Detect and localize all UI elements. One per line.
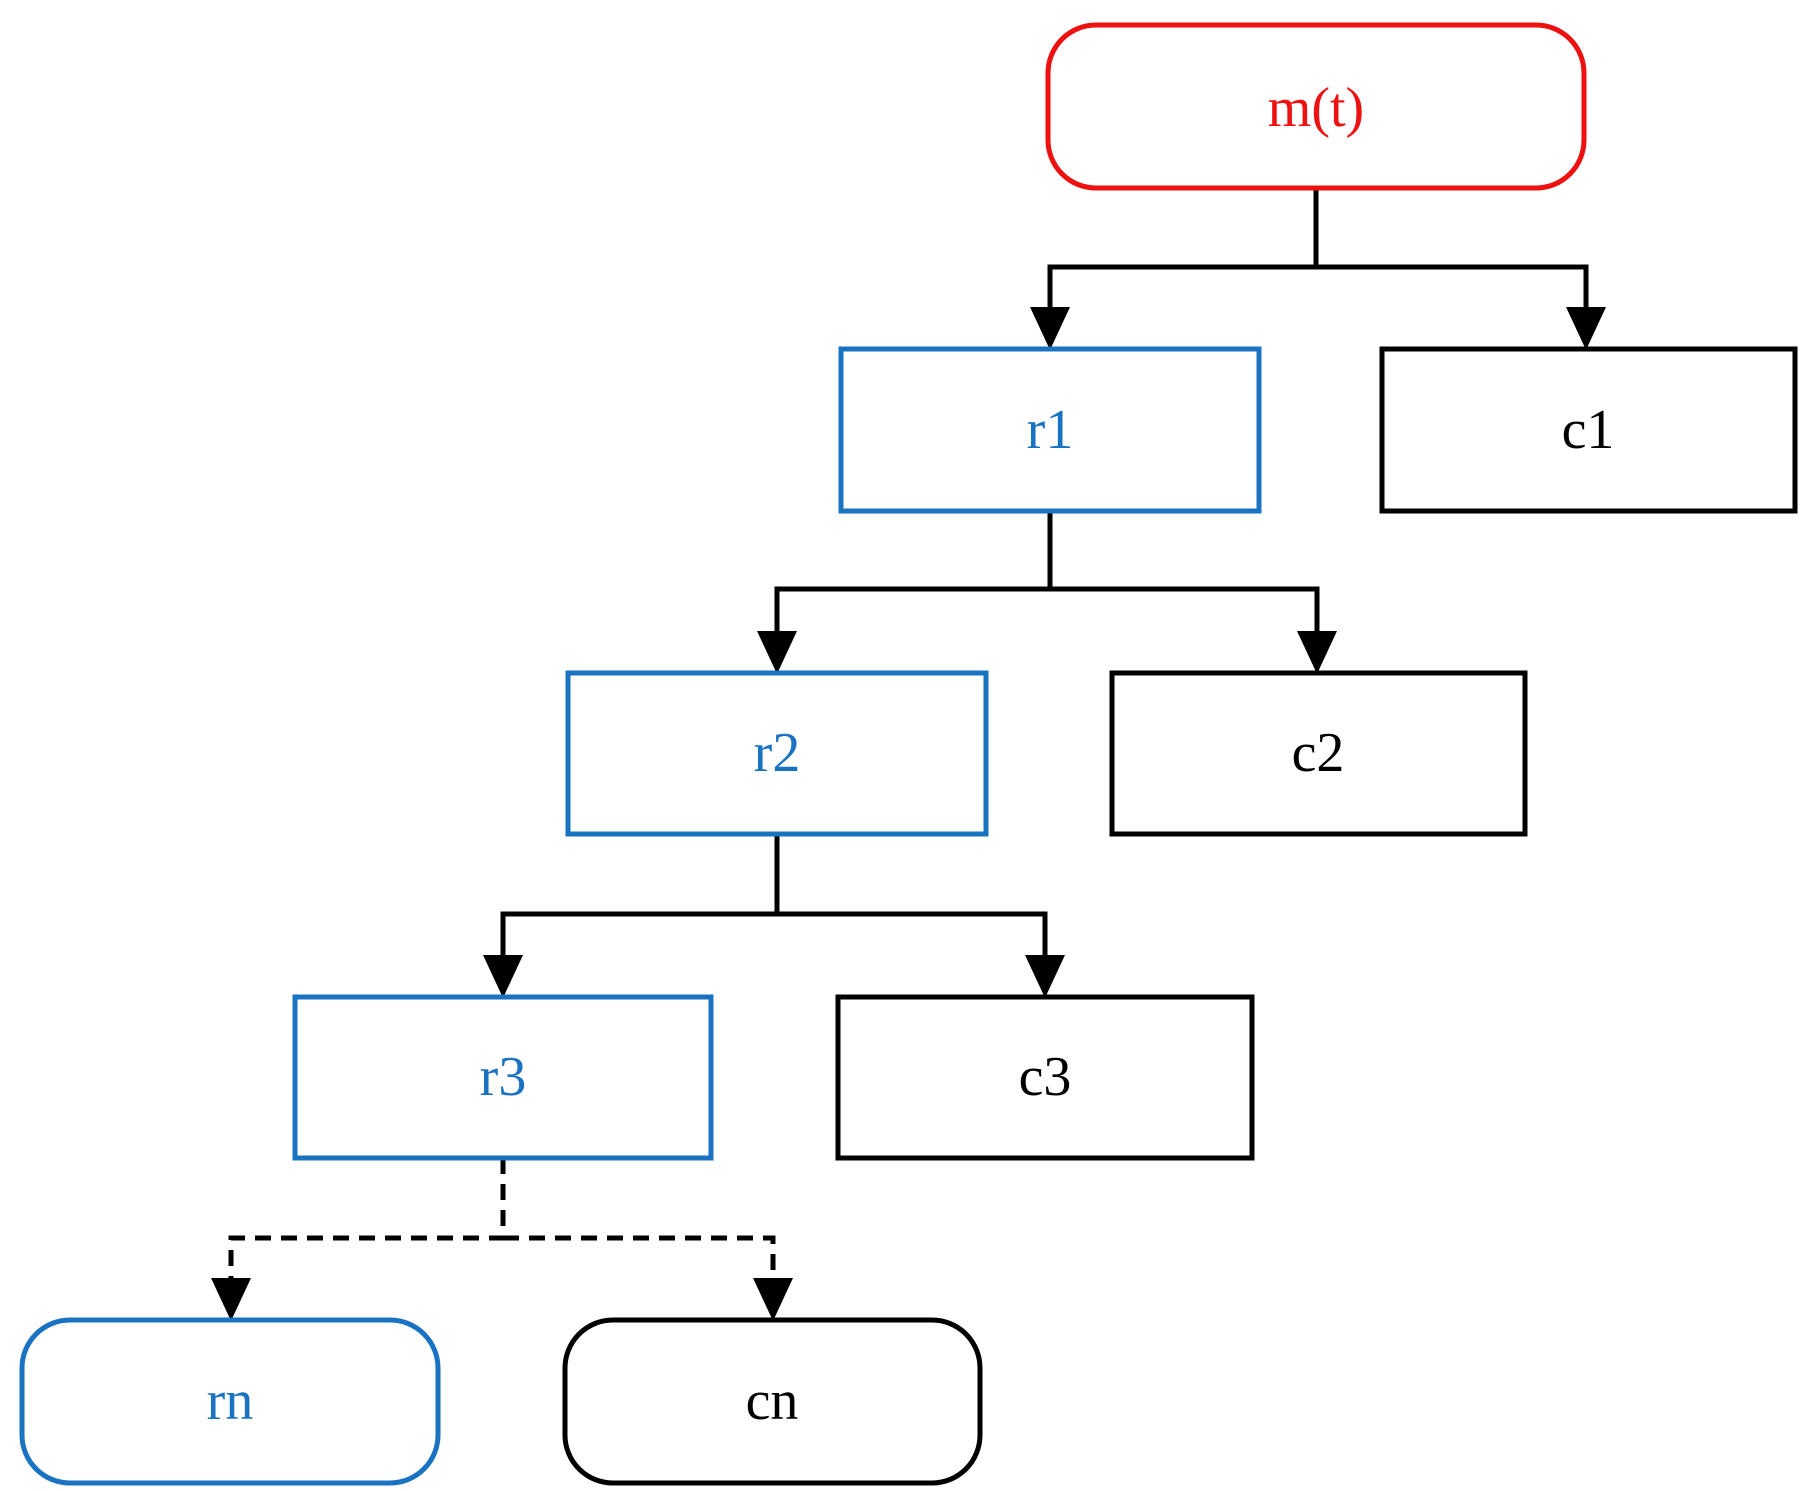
node-c1-label: c1 <box>1562 399 1615 461</box>
labels: m(t) r1 c1 r2 c2 r3 c3 rn cn <box>207 77 1615 1432</box>
node-c2-label: c2 <box>1292 722 1345 784</box>
node-cn-box <box>562 1317 983 1486</box>
connector-r2-stem <box>500 834 780 967</box>
node-c2-box <box>1109 670 1528 837</box>
node-cn-label: cn <box>746 1370 799 1432</box>
node-r3-box <box>292 994 714 1161</box>
node-r1-label: r1 <box>1027 399 1074 461</box>
arrowhead-c1 <box>1566 307 1606 350</box>
arrowhead-r3 <box>483 955 523 998</box>
arrowhead-cn <box>753 1278 793 1321</box>
arrowheads <box>211 307 1606 1321</box>
node-c3-label: c3 <box>1019 1046 1072 1108</box>
nodes <box>19 22 1798 1486</box>
node-rn-box <box>19 1317 441 1486</box>
node-r3-label: r3 <box>480 1046 527 1108</box>
arrowhead-r2 <box>757 631 797 674</box>
node-c3-box <box>835 994 1255 1161</box>
node-rn-label: rn <box>207 1370 254 1432</box>
connector-r3-right-dashed <box>503 1235 776 1289</box>
node-root-label: m(t) <box>1268 77 1364 139</box>
arrowhead-r1 <box>1030 307 1070 350</box>
connector-r1-right <box>1050 586 1320 643</box>
node-r1-box <box>838 346 1262 514</box>
connector-root-stem <box>1047 188 1319 318</box>
node-r2-box <box>565 670 989 837</box>
connectors <box>228 188 1589 1289</box>
connector-root-right <box>1316 264 1589 318</box>
arrowhead-c2 <box>1297 631 1337 674</box>
arrowhead-c3 <box>1025 955 1065 998</box>
connector-r3-stem-dashed <box>228 1158 506 1289</box>
connector-r1-stem <box>774 511 1053 643</box>
arrowhead-rn <box>211 1278 251 1321</box>
node-root-box <box>1045 22 1587 191</box>
connector-r2-right <box>777 911 1048 967</box>
node-r2-label: r2 <box>754 722 801 784</box>
node-c1-box <box>1379 346 1798 514</box>
